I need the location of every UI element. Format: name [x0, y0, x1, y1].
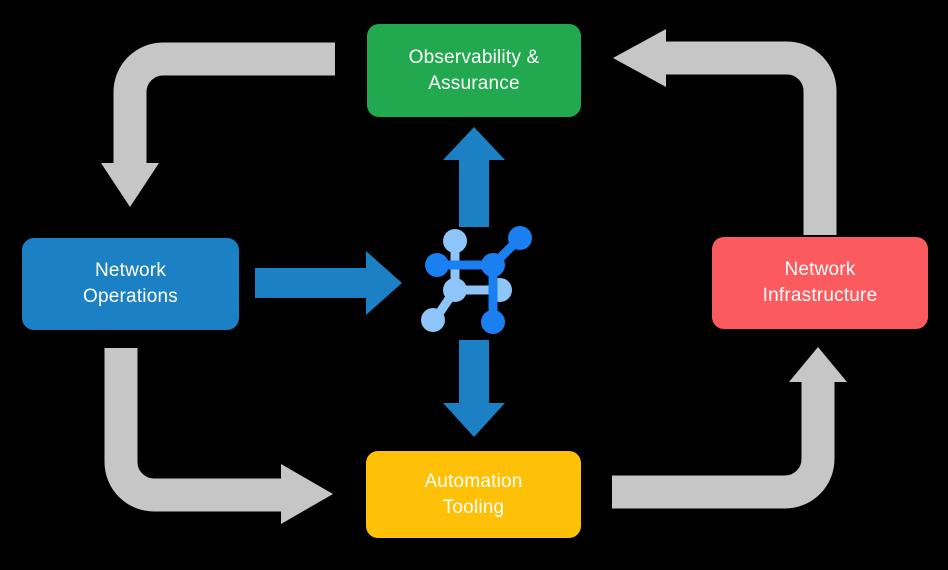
arrow-path-operations-automation: [104, 348, 333, 524]
box-automation-tooling[interactable]: Automation Tooling: [366, 451, 581, 538]
arrow-center-to-automation: [443, 340, 505, 437]
arrow-path-observability-operations: [101, 42, 335, 207]
box-observability-assurance[interactable]: Observability & Assurance: [367, 24, 581, 117]
arrow-center-to-observability: [443, 127, 505, 227]
arrow-operations-to-center: [255, 251, 402, 315]
arrow-path-infrastructure-observability: [613, 29, 837, 235]
network-icon-primary-graph: [425, 226, 532, 334]
box-network-operations[interactable]: Network Operations: [22, 238, 239, 330]
network-icon-secondary-graph: [421, 229, 512, 332]
arrow-path-automation-infrastructure: [612, 347, 847, 509]
box-network-infrastructure[interactable]: Network Infrastructure: [712, 237, 928, 329]
